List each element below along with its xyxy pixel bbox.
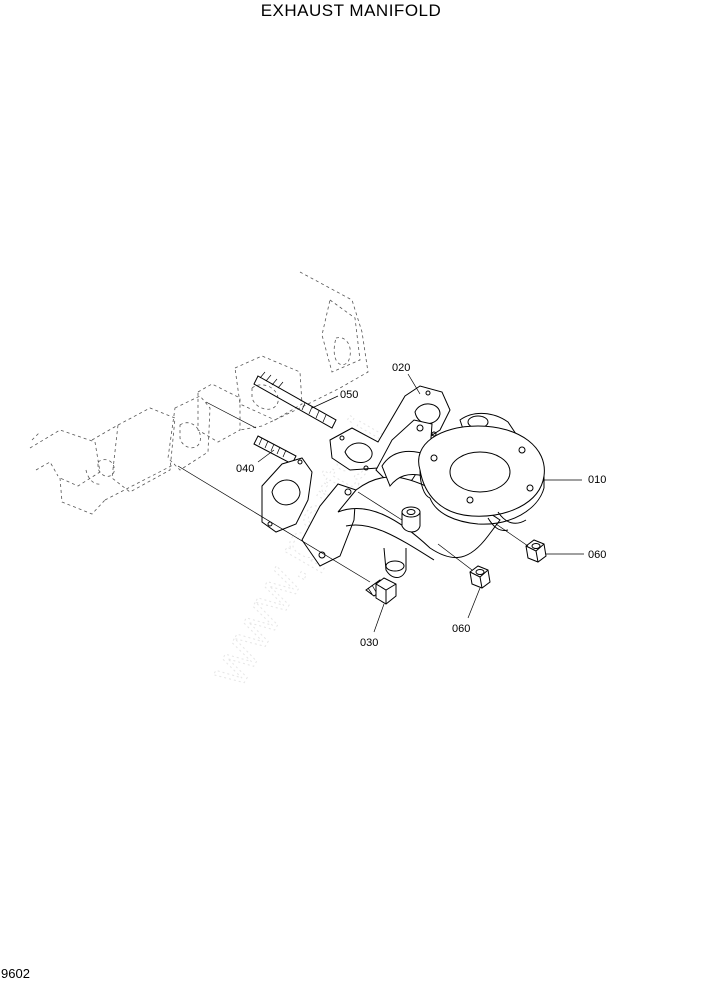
page-code: 9602 xyxy=(1,966,30,981)
callout-060-front: 060 xyxy=(452,623,470,635)
alignment-lines xyxy=(177,401,529,583)
callout-040: 040 xyxy=(236,463,254,475)
stud-bolt-040 xyxy=(253,435,297,465)
engine-block-phantom xyxy=(29,271,369,515)
callout-010: 010 xyxy=(588,474,606,486)
leader-lines xyxy=(257,373,584,633)
gasket-lower xyxy=(261,457,313,533)
callout-060-rear: 060 xyxy=(588,549,606,561)
bolt-030 xyxy=(365,577,397,605)
page-title: EXHAUST MANIFOLD xyxy=(260,1,442,20)
nut-060-front xyxy=(469,565,491,589)
callout-050: 050 xyxy=(340,389,358,401)
exhaust-manifold-010 xyxy=(301,413,545,578)
stud-bolt-050 xyxy=(253,371,337,429)
callout-030: 030 xyxy=(360,637,378,649)
callout-020: 020 xyxy=(392,362,410,374)
nut-060-rear xyxy=(525,539,547,563)
